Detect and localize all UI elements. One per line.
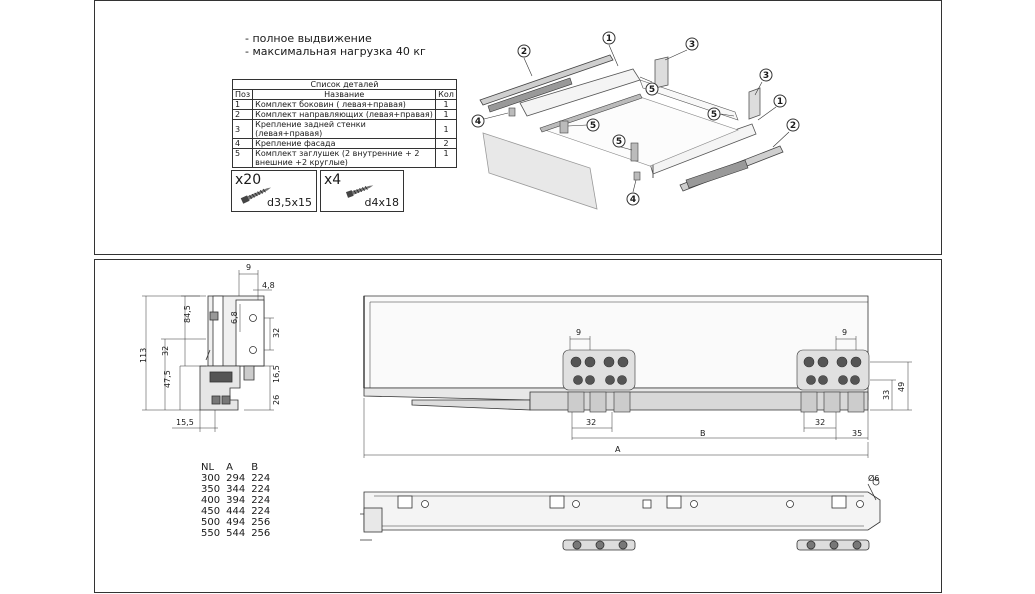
svg-text:5: 5 (649, 85, 655, 95)
callout-5-d: 5 (612, 134, 633, 151)
b-cell: 224 (251, 473, 271, 484)
b-cell: 256 (251, 528, 271, 539)
a-cell: 394 (226, 495, 246, 506)
callout-3-top: 3 (664, 37, 699, 61)
svg-text:9: 9 (842, 328, 847, 337)
table-row: 500 494 256 (198, 517, 273, 528)
screw-icon (345, 185, 374, 198)
bottom-frame (94, 259, 942, 593)
svg-text:Ø6: Ø6 (868, 473, 879, 483)
a-cell: 344 (226, 484, 246, 495)
callout-4-left: 4 (471, 112, 509, 128)
svg-text:3: 3 (689, 40, 695, 50)
svg-text:33: 33 (882, 390, 891, 400)
runner-bottom-view (360, 478, 881, 551)
callout-2-left: 2 (517, 44, 533, 77)
svg-text:113: 113 (139, 348, 148, 363)
callout-4-bottom: 4 (626, 179, 640, 206)
screw-icon (240, 187, 272, 204)
svg-text:1: 1 (606, 34, 612, 44)
table-row: 350 344 224 (198, 484, 273, 495)
svg-text:32: 32 (161, 346, 170, 356)
svg-text:A: A (615, 445, 621, 454)
b-cell: 256 (251, 517, 271, 528)
svg-text:2: 2 (790, 121, 796, 131)
nl-cell: 400 (201, 495, 221, 506)
nl-cell: 450 (201, 506, 221, 517)
svg-text:3: 3 (763, 71, 769, 81)
side-view-dimensions (363, 336, 912, 458)
mounting-block-left (562, 349, 636, 413)
a-cell: 494 (226, 517, 246, 528)
svg-text:32: 32 (586, 418, 596, 427)
nl-header: NL (201, 462, 215, 473)
svg-text:5: 5 (711, 110, 717, 120)
profile-section (199, 295, 265, 411)
top-frame (94, 0, 942, 255)
mounting-block-right (796, 349, 870, 413)
parts-qty: 1 (435, 148, 457, 168)
svg-text:B: B (700, 429, 706, 438)
callout-3-right: 3 (754, 68, 773, 96)
table-row: 550 544 256 (198, 528, 273, 539)
screw-size: d4x18 (364, 196, 400, 209)
a-cell: 544 (226, 528, 246, 539)
parts-name: Комплект заглушек (2 внутренние + 2 внеш… (252, 148, 437, 168)
nl-size-table: NL A B 300 294 224 350 344 224 400 394 224 450… (198, 462, 273, 539)
a-cell: 444 (226, 506, 246, 517)
svg-text:4: 4 (475, 117, 481, 127)
screw-count: x4 (324, 172, 342, 188)
svg-text:4: 4 (630, 195, 636, 205)
profile-dimensions (142, 270, 274, 432)
svg-text:49: 49 (897, 382, 906, 392)
callout-5-c: 5 (567, 118, 600, 132)
svg-text:6,8: 6,8 (230, 311, 239, 324)
b-cell: 224 (251, 506, 271, 517)
svg-text:32: 32 (815, 418, 825, 427)
a-cell: 294 (226, 473, 246, 484)
svg-text:4,8: 4,8 (262, 281, 275, 290)
table-row: 400 394 224 (198, 495, 273, 506)
parts-pos: 5 (231, 148, 254, 168)
b-cell: 224 (251, 495, 271, 506)
feature-max-load: - максимальная нагрузка 40 кг (245, 45, 426, 58)
table-row: 450 444 224 (198, 506, 273, 517)
svg-text:15,5: 15,5 (176, 418, 194, 427)
callout-1-right: 1 (757, 94, 787, 121)
screw-count: x20 (235, 172, 262, 188)
screw-box-large: x4 d4x18 (320, 170, 404, 212)
b-cell: 224 (251, 484, 271, 495)
svg-text:9: 9 (246, 263, 251, 272)
a-header: A (226, 462, 233, 473)
svg-text:26: 26 (272, 395, 281, 405)
svg-text:84,5: 84,5 (183, 305, 192, 323)
svg-text:5: 5 (616, 137, 622, 147)
svg-text:9: 9 (576, 328, 581, 337)
feature-full-extension: - полное выдвижение (245, 32, 372, 45)
callout-5-a: 5 (639, 76, 659, 96)
svg-text:32: 32 (272, 328, 281, 338)
svg-text:16,5: 16,5 (272, 365, 281, 383)
nl-cell: 500 (201, 517, 221, 528)
svg-text:2: 2 (521, 47, 527, 57)
screw-box-small: x20 d3,5x15 (231, 170, 317, 212)
b-header: B (251, 462, 259, 473)
svg-text:47,5: 47,5 (163, 370, 172, 388)
svg-text:5: 5 (590, 121, 596, 131)
table-row: 300 294 224 (198, 473, 273, 484)
nl-cell: 350 (201, 484, 221, 495)
svg-text:1: 1 (777, 97, 783, 107)
svg-text:35: 35 (852, 429, 862, 438)
callout-5-b: 5 (707, 107, 735, 121)
nl-cell: 300 (201, 473, 221, 484)
callout-2-right: 2 (772, 118, 800, 148)
callout-1-left: 1 (602, 31, 619, 67)
nl-cell: 550 (201, 528, 221, 539)
screw-size: d3,5x15 (267, 196, 312, 209)
